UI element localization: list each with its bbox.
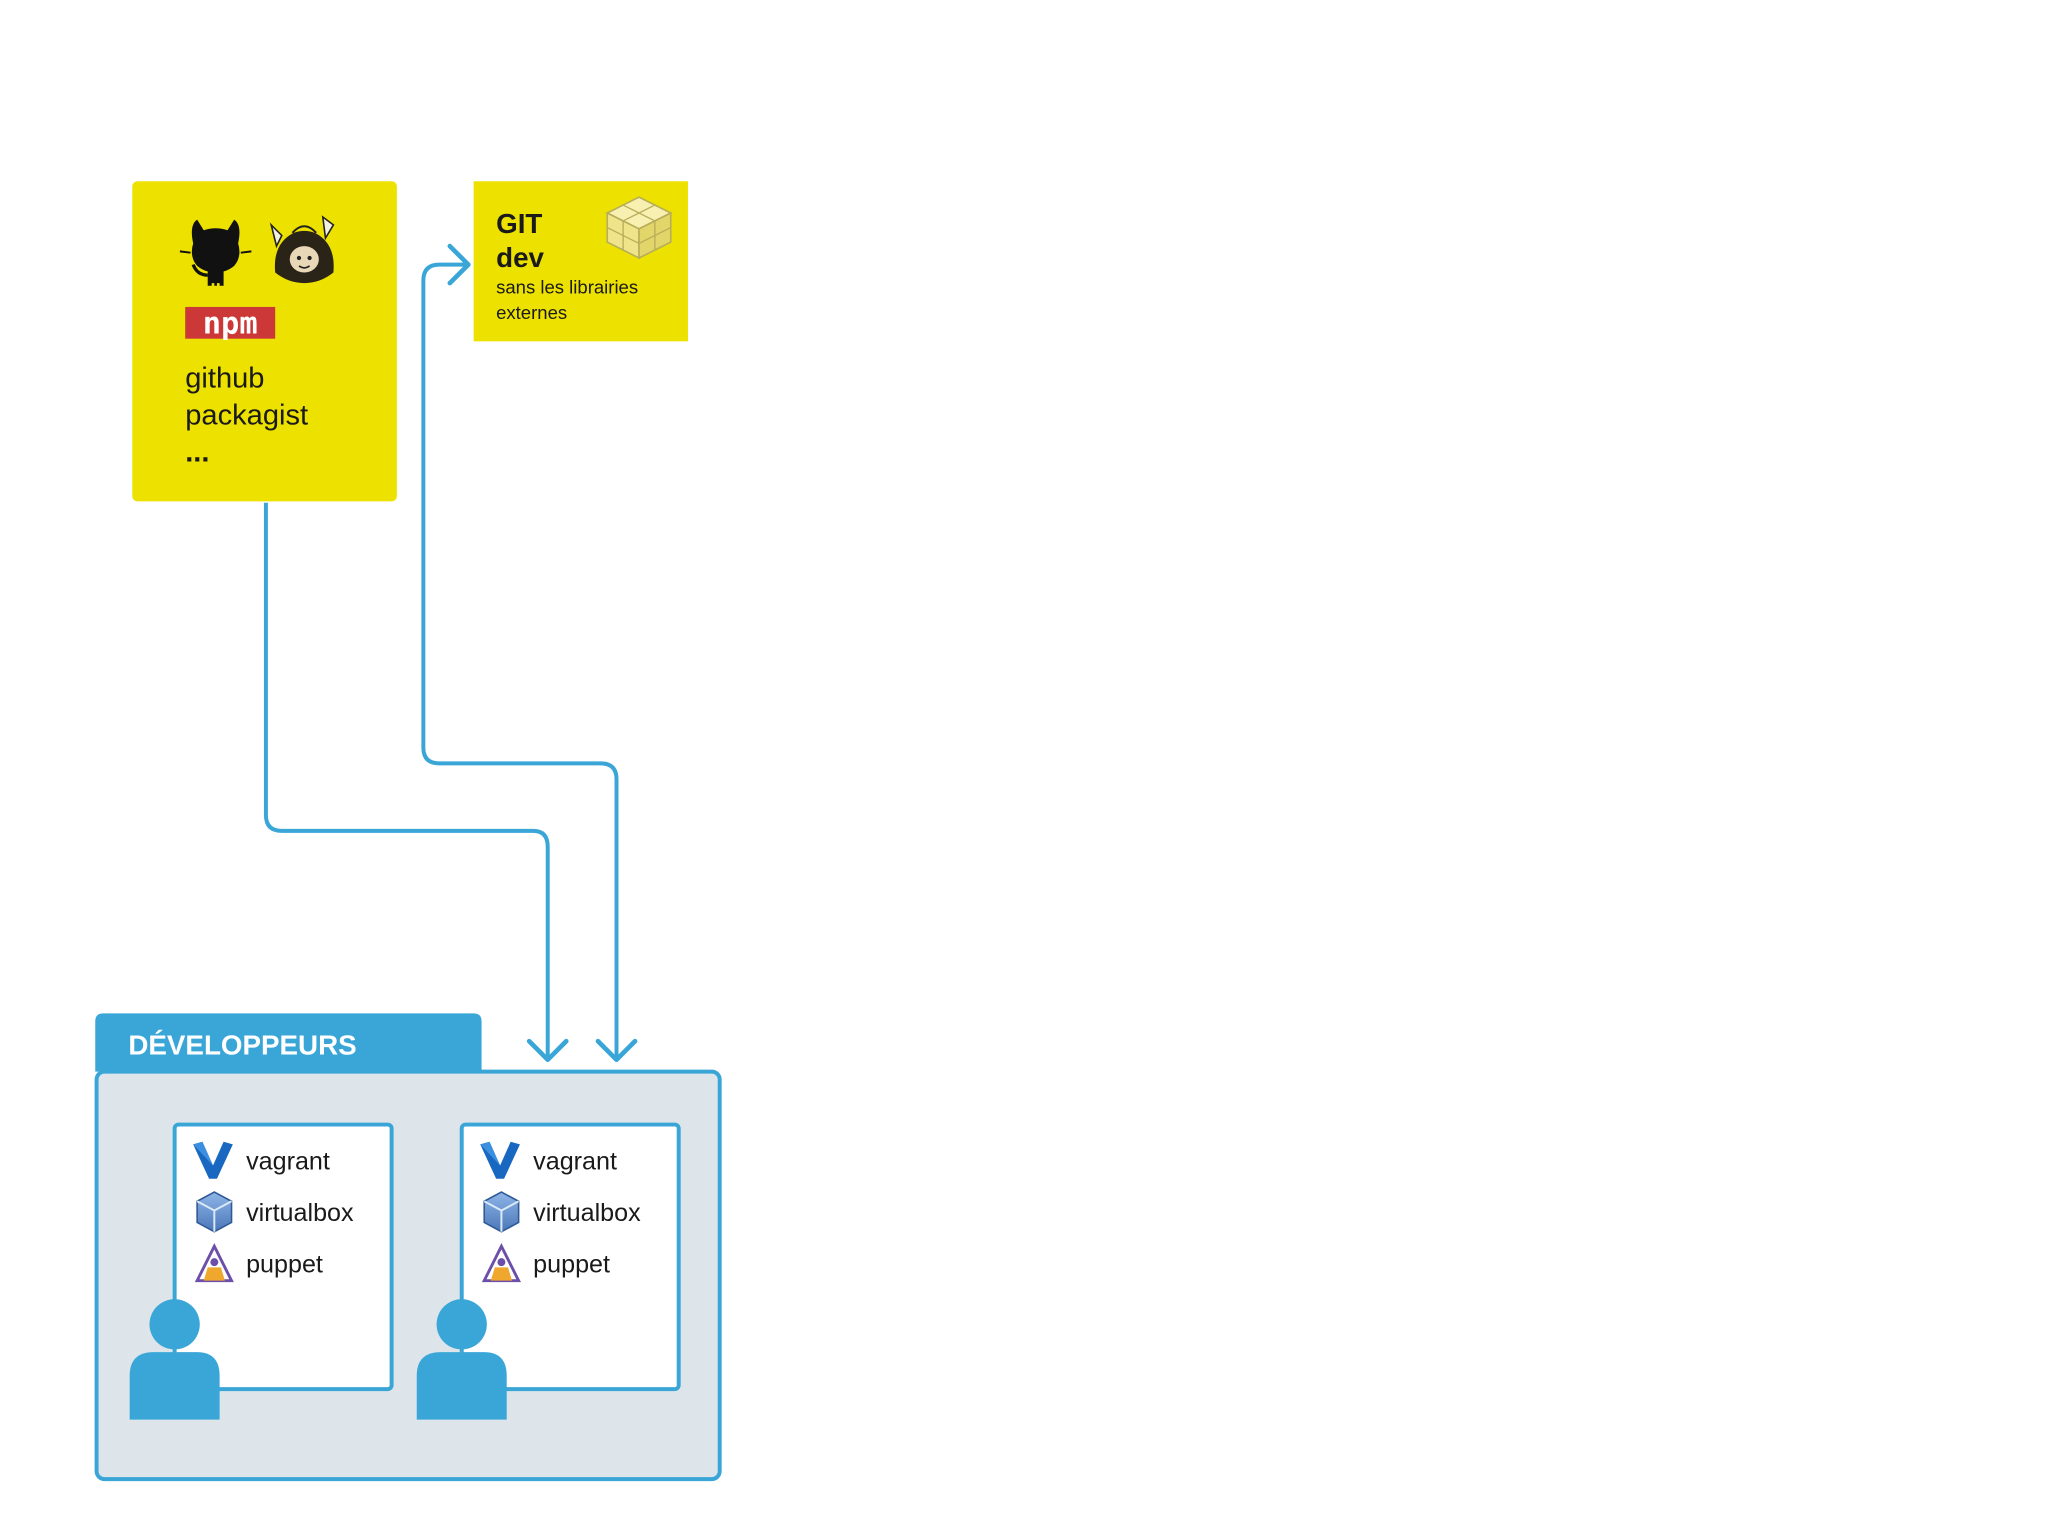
- workstation-1: vagrant virtualbox puppet: [129, 1122, 394, 1420]
- cube-stack-icon: [605, 196, 673, 260]
- tool-label-puppet: puppet: [533, 1251, 610, 1279]
- svg-text:npm: npm: [203, 306, 258, 341]
- developer-avatar-icon: [416, 1299, 507, 1420]
- source-label-github: github: [185, 363, 264, 395]
- virtualbox-icon: [483, 1191, 520, 1233]
- source-label-packagist: packagist: [185, 400, 308, 432]
- tool-label-virtualbox: virtualbox: [533, 1199, 641, 1227]
- puppet-icon: [194, 1243, 234, 1283]
- developers-header-tab: [95, 1013, 482, 1072]
- vagrant-icon: [193, 1141, 233, 1179]
- git-note-line2: externes: [496, 302, 567, 323]
- tool-label-puppet: puppet: [246, 1251, 323, 1279]
- packagist-icon: [269, 215, 335, 284]
- puppet-icon: [481, 1243, 521, 1283]
- virtualbox-icon: [196, 1191, 233, 1233]
- git-box: GIT dev sans les librairies externes: [473, 181, 688, 342]
- workstation-2: vagrant virtualbox puppet: [416, 1122, 681, 1420]
- source-label-more: ...: [185, 437, 209, 469]
- git-title: GIT: [496, 208, 542, 239]
- git-note-line1: sans les librairies: [496, 277, 638, 298]
- github-octocat-icon: [179, 219, 252, 288]
- git-subtitle: dev: [496, 242, 544, 273]
- connector-git-developers: [421, 262, 619, 1059]
- developer-avatar-icon: [129, 1299, 220, 1420]
- vagrant-icon: [480, 1141, 520, 1179]
- connector-sources-to-developers: [263, 502, 550, 1059]
- arrowhead-down-1: [526, 1038, 569, 1063]
- npm-logo: npm: [185, 306, 276, 341]
- tool-label-vagrant: vagrant: [533, 1148, 617, 1176]
- tool-label-vagrant: vagrant: [246, 1148, 330, 1176]
- tool-label-virtualbox: virtualbox: [246, 1199, 354, 1227]
- arrowhead-right-git: [447, 243, 471, 286]
- arrowhead-down-2: [595, 1038, 638, 1063]
- developers-header-title: DÉVELOPPEURS: [128, 1029, 356, 1060]
- sources-box: npm github packagist ...: [132, 181, 397, 502]
